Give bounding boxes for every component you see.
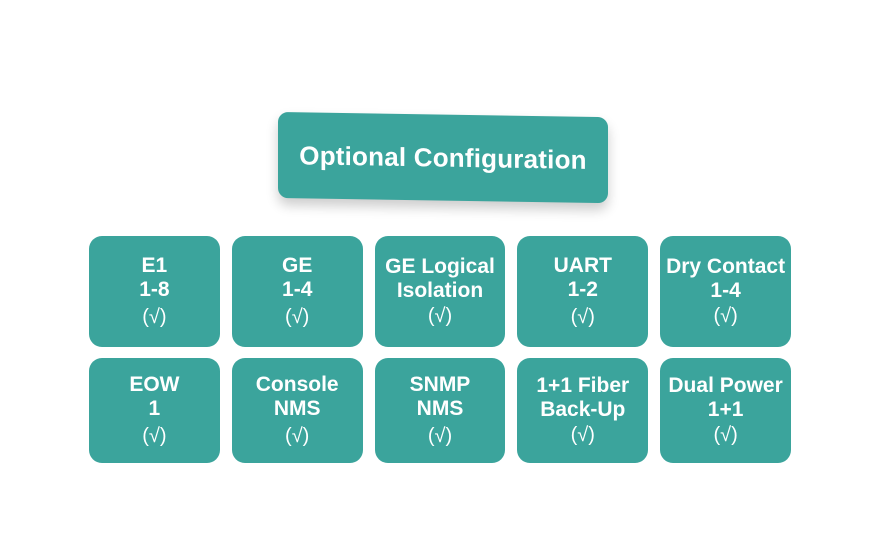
option-card-subtitle: 1-2 — [567, 277, 598, 301]
option-card-subtitle: 1-4 — [282, 277, 313, 301]
option-card-ge[interactable]: GE 1-4 (√) — [231, 236, 363, 347]
check-mark-icon: (√) — [285, 306, 310, 329]
option-card-dry-contact[interactable]: Dry Contact 1-4 (√) — [660, 236, 791, 347]
banner-title: Optional Configuration — [299, 139, 587, 175]
option-card-subtitle: 1 — [148, 396, 161, 420]
banner: Optional Configuration — [278, 112, 608, 204]
option-card-title: UART — [553, 253, 612, 277]
option-card-title: E1 — [141, 253, 168, 277]
option-card-dual-power[interactable]: Dual Power 1+1 (√) — [660, 358, 791, 463]
option-card-subtitle: Isolation — [396, 278, 484, 302]
option-card-subtitle: 1-4 — [710, 278, 741, 302]
option-card-title: SNMP — [409, 372, 471, 396]
check-mark-icon: (√) — [570, 424, 595, 447]
option-card-e1[interactable]: E1 1-8 (√) — [89, 236, 220, 347]
check-mark-icon: (√) — [285, 425, 310, 448]
check-mark-icon: (√) — [142, 306, 167, 329]
option-card-title: EOW — [129, 372, 180, 396]
option-card-title: GE — [282, 253, 313, 277]
option-card-subtitle: 1-8 — [139, 277, 170, 301]
option-card-uart[interactable]: UART 1-2 (√) — [517, 236, 649, 347]
option-card-row: E1 1-8 (√) GE 1-4 (√) GE Logical Isolati… — [89, 236, 791, 347]
option-card-title: Console — [255, 372, 339, 396]
option-card-title: Dual Power — [668, 373, 783, 397]
option-card-subtitle: NMS — [273, 396, 321, 420]
option-card-fiber-backup[interactable]: 1+1 Fiber Back-Up (√) — [517, 358, 649, 463]
option-card-ge-logical-isolation[interactable]: GE Logical Isolation (√) — [374, 236, 506, 347]
check-mark-icon: (√) — [142, 425, 167, 448]
option-card-eow[interactable]: EOW 1 (√) — [89, 358, 220, 463]
option-card-snmp-nms[interactable]: SNMP NMS (√) — [374, 358, 506, 463]
check-mark-icon: (√) — [427, 305, 453, 328]
option-card-grid: E1 1-8 (√) GE 1-4 (√) GE Logical Isolati… — [89, 236, 791, 474]
option-card-subtitle: NMS — [416, 396, 464, 420]
option-card-subtitle: 1+1 — [707, 397, 744, 421]
check-mark-icon: (√) — [713, 305, 738, 328]
option-card-title: Dry Contact — [666, 254, 786, 278]
option-card-console-nms[interactable]: Console NMS (√) — [231, 358, 363, 463]
check-mark-icon: (√) — [570, 306, 595, 329]
option-card-title: 1+1 Fiber — [536, 373, 630, 397]
check-mark-icon: (√) — [427, 425, 453, 448]
option-card-title: GE Logical — [385, 254, 495, 278]
option-card-subtitle: Back-Up — [540, 397, 626, 421]
check-mark-icon: (√) — [713, 424, 738, 447]
option-card-row: EOW 1 (√) Console NMS (√) SNMP NMS (√) 1… — [89, 358, 791, 463]
